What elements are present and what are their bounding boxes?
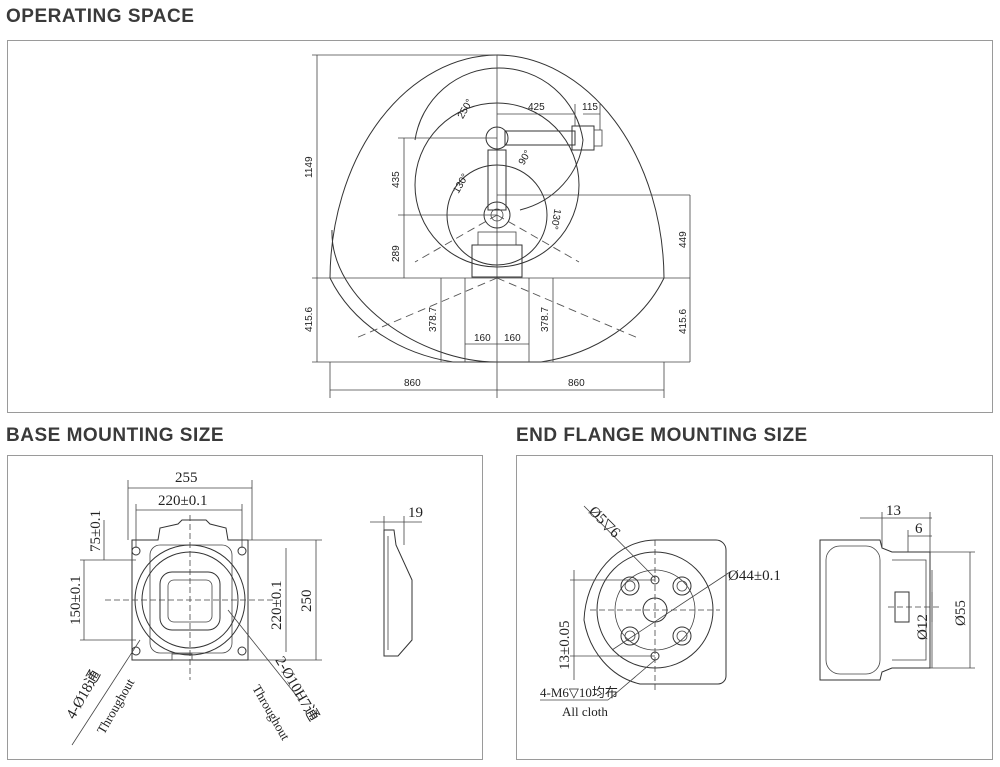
- hole-5-label: Ø5▽6: [585, 504, 623, 542]
- thread-label: 4-M6▽10均布: [540, 685, 618, 700]
- dim-449: 449: [678, 231, 689, 248]
- dim-415-6-left: 415.6: [304, 307, 315, 332]
- bolt-hole: [672, 576, 692, 596]
- dim-160-left: 160: [474, 333, 491, 344]
- dim-425: 425: [528, 102, 545, 113]
- operating-space-heading: OPERATING SPACE: [6, 6, 195, 27]
- dim-289: 289: [391, 245, 402, 262]
- dim-1149: 1149: [304, 156, 315, 178]
- dim-13-005: 13±0.05: [557, 621, 573, 670]
- dim-378-7-right: 378.7: [540, 307, 551, 332]
- dim-19: 19: [408, 505, 423, 521]
- bolt-hole: [620, 626, 640, 646]
- dim-115: 115: [582, 102, 598, 113]
- dim-435: 435: [391, 171, 402, 188]
- dim-160-right: 160: [504, 333, 521, 344]
- dim-378-7-left: 378.7: [428, 307, 439, 332]
- mount-hole: [237, 646, 247, 656]
- dim-415-6-right: 415.6: [678, 309, 689, 334]
- dim-150: 150±0.1: [68, 576, 84, 625]
- angle-130-right: 130°: [548, 208, 562, 230]
- operating-space-panel: [7, 40, 993, 413]
- flange-side-view: [819, 539, 931, 681]
- dim-220-right: 220±0.1: [269, 581, 285, 630]
- dim-6: 6: [915, 521, 923, 537]
- bolt-hole: [620, 576, 640, 596]
- base-mounting-panel: [7, 455, 483, 760]
- base-mounting-heading: BASE MOUNTING SIZE: [6, 425, 225, 446]
- dim-13-side: 13: [886, 503, 901, 519]
- end-flange-heading: END FLANGE MOUNTING SIZE: [516, 425, 808, 446]
- bolt-hole: [672, 626, 692, 646]
- dim-220-top: 220±0.1: [158, 493, 207, 509]
- upper-reach-arc: [414, 67, 584, 211]
- second-arc: [331, 229, 498, 363]
- dim-860-left: 860: [404, 378, 421, 389]
- dim-12: Ø12: [915, 614, 931, 640]
- end-flange-panel: [516, 455, 993, 760]
- dim-860-right: 860: [568, 378, 585, 389]
- dim-255: 255: [175, 470, 198, 486]
- thread-sub-label: All cloth: [562, 704, 608, 719]
- dim-250: 250: [299, 590, 315, 613]
- base-side-view: [383, 529, 413, 657]
- dim-55: Ø55: [953, 600, 969, 626]
- dim-44: Ø44±0.1: [728, 568, 781, 584]
- flange-housing: [583, 539, 727, 685]
- dim-75: 75±0.1: [88, 510, 104, 552]
- mount-hole: [131, 646, 141, 656]
